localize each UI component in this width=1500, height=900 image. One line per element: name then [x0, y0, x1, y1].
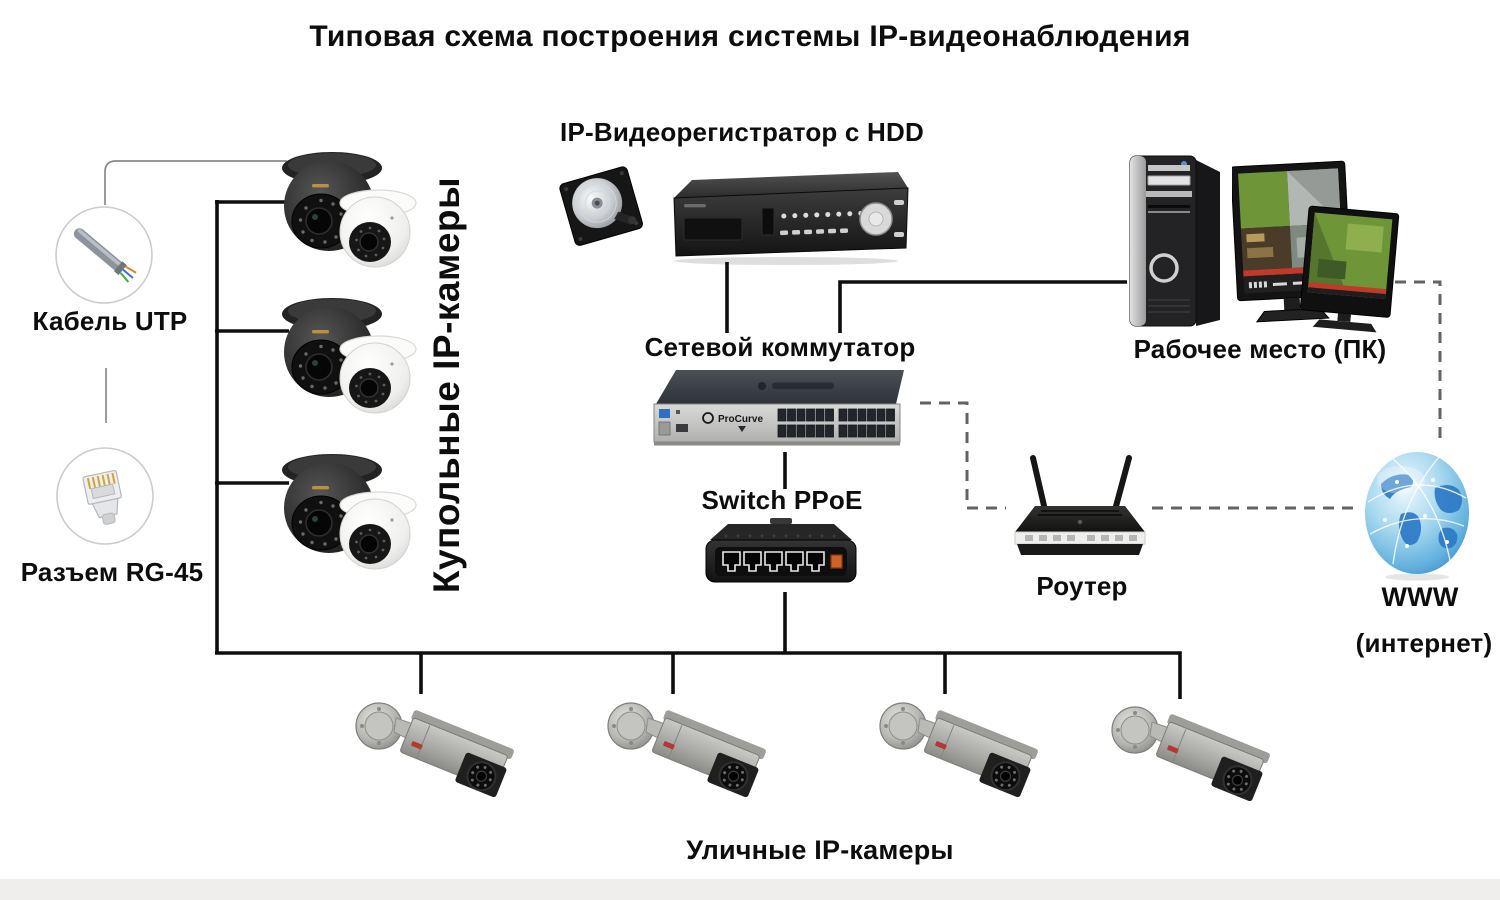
street-cameras-label: Уличные IP-камеры: [686, 835, 954, 865]
internet-globe-icon: [1363, 450, 1471, 587]
switch-brand-text: ProCurve: [718, 414, 763, 425]
page-title: Типовая схема построения системы IP-виде…: [309, 20, 1191, 53]
switch-ppoe-label: Switch PPoE: [701, 485, 863, 515]
dvr-icon: [662, 172, 910, 271]
wire-pc-to-switch: [838, 280, 1127, 333]
workstation-label: Рабочее место (ПК): [1133, 334, 1387, 364]
street-camera-1: [352, 696, 520, 819]
router-label: Роутер: [1036, 571, 1128, 601]
router-icon: [1005, 452, 1155, 569]
street-camera-2: [604, 696, 772, 819]
street-camera-3: [876, 696, 1044, 819]
cctv-monitors-icon: [1230, 158, 1402, 338]
dome-cameras-label: Купольные IP-камеры: [426, 176, 467, 594]
www-label: WWW: [1381, 582, 1459, 612]
rg45-label: Разъем RG-45: [20, 557, 204, 587]
utp-cable-icon: [54, 205, 154, 310]
hdd-icon: [553, 166, 651, 257]
wire-bottom-bus: [215, 651, 1182, 699]
dome-camera-pair-1: [272, 148, 424, 283]
internet-label: (интернет): [1355, 628, 1493, 658]
dvr-label: IP-Видеорегистратор с HDD: [560, 117, 924, 147]
pc-tower-icon: [1118, 148, 1232, 339]
wire-utp-to-dome: [104, 160, 287, 205]
street-camera-4: [1108, 700, 1276, 823]
network-switch-label: Сетевой коммутатор: [644, 332, 916, 362]
utp-cable-label: Кабель UTP: [32, 306, 188, 336]
dome-camera-pair-2: [272, 294, 424, 429]
network-switch-icon: ProCurve: [646, 368, 918, 453]
wire-switch-to-router-dashed: [920, 401, 1006, 510]
rg45-connector-icon: [55, 446, 155, 551]
bottom-strip: [0, 879, 1500, 900]
switch-ppoe-icon: [700, 516, 862, 595]
dome-camera-pair-3: [272, 450, 424, 585]
